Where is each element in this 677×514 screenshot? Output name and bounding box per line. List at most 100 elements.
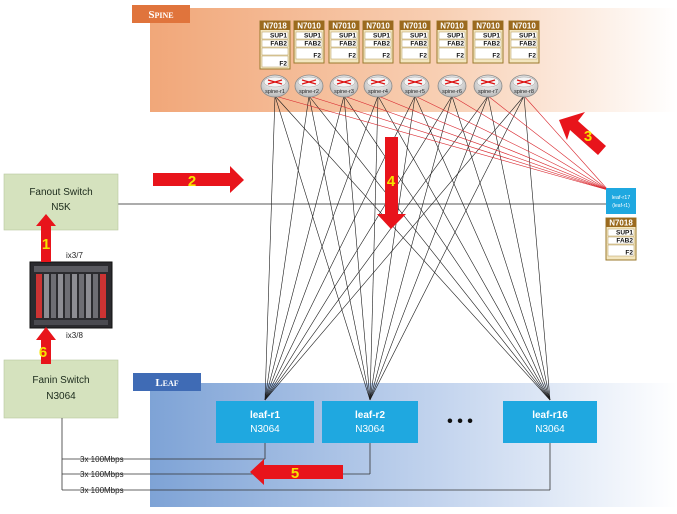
spine-chassis-3-slot-3: F2 <box>348 53 356 60</box>
spine-chassis-5-slot-1: SUP1 <box>410 33 427 40</box>
step-arrow-4: 4 <box>377 137 406 229</box>
step-arrow-3: 3 <box>559 112 606 155</box>
spine-chassis-2-slot-3: F2 <box>313 53 321 60</box>
spine-chassis-1-model: N7018 <box>263 22 287 31</box>
spine-router-label: spine-r6 <box>442 89 462 95</box>
spine-chassis-7-slot-2: FAB2 <box>483 41 500 48</box>
spine-band-label: Spine <box>148 9 173 21</box>
spine-router-2[interactable]: spine-r2 <box>294 74 324 98</box>
leaf-r17-name: leaf-r17 <box>612 195 631 201</box>
spine-router-8[interactable]: spine-r8 <box>509 74 539 98</box>
spine-chassis-1-slot-4: F2 <box>279 61 287 68</box>
leaf-r17-chassis-slot-2: FAB2 <box>616 238 633 245</box>
spine-chassis-4-slot-1: SUP1 <box>373 33 390 40</box>
tester-port-top: ix3/7 <box>66 251 83 260</box>
spine-router-label: spine-r4 <box>368 89 388 95</box>
link-label-3: 3x 100Mbps <box>80 486 124 495</box>
step-arrow-6: 6 <box>36 327 56 364</box>
step-4-label: 4 <box>387 173 396 190</box>
leaf-r1-model: N3064 <box>250 424 280 435</box>
spine-chassis-2-slot-2: FAB2 <box>304 41 321 48</box>
spine-chassis-1-slot-1: SUP1 <box>270 33 287 40</box>
spine-chassis-5-slot-3: F2 <box>419 53 427 60</box>
spine-router-label: spine-r7 <box>478 89 498 95</box>
leaf-r16-name: leaf-r16 <box>532 410 568 421</box>
leaf-r2-model: N3064 <box>355 424 385 435</box>
step-arrow-2: 2 <box>153 166 244 193</box>
spine-chassis-2-slot-1: SUP1 <box>304 33 321 40</box>
spine-router-label: spine-r1 <box>265 89 285 95</box>
fanin-switch-title: Fanin Switch <box>32 375 89 386</box>
leaf-r2-name: leaf-r2 <box>355 410 385 421</box>
leaf-r17-chassis-slot-3: F2 <box>625 250 633 257</box>
leaf-r17-chassis-model: N7018 <box>609 219 633 228</box>
tester-port-bottom: ix3/8 <box>66 331 83 340</box>
spine-chassis-4-slot-3: F2 <box>382 53 390 60</box>
spine-chassis-5-slot-2: FAB2 <box>410 41 427 48</box>
fanout-switch-title: Fanout Switch <box>29 187 92 198</box>
spine-chassis-7-slot-3: F2 <box>492 53 500 60</box>
step-6-label: 6 <box>39 344 47 361</box>
spine-router-5[interactable]: spine-r5 <box>400 74 430 98</box>
spine-chassis-7-model: N7010 <box>476 22 500 31</box>
leaf-switch-r1[interactable]: leaf-r1 N3064 <box>216 401 314 443</box>
step-2-label: 2 <box>188 173 196 190</box>
spine-chassis-3-slot-2: FAB2 <box>339 41 356 48</box>
step-5-label: 5 <box>291 465 299 482</box>
spine-band-tab <box>132 5 190 23</box>
step-arrow-1: 1 <box>36 214 56 262</box>
spine-chassis-4-slot-2: FAB2 <box>373 41 390 48</box>
traffic-generator <box>29 261 113 329</box>
leaf-r17-chassis-slot-1: SUP1 <box>616 230 633 237</box>
spine-chassis-6-model: N7010 <box>440 22 464 31</box>
step-3-label: 3 <box>584 128 592 145</box>
step-1-label: 1 <box>42 236 50 253</box>
spine-router-6[interactable]: spine-r6 <box>437 74 467 98</box>
leaf-r17-sub: (leaf-r1) <box>612 203 630 209</box>
spine-chassis-2-model: N7010 <box>297 22 321 31</box>
spine-chassis-8-slot-1: SUP1 <box>519 33 536 40</box>
leaf-ellipsis: • • • <box>447 413 473 430</box>
spine-chassis-3-model: N7010 <box>332 22 356 31</box>
spine-chassis-1-slot-2: FAB2 <box>270 41 287 48</box>
leaf-switch-r16[interactable]: leaf-r16 N3064 <box>503 401 597 443</box>
spine-chassis-8-model: N7010 <box>512 22 536 31</box>
spine-chassis-8-slot-3: F2 <box>528 53 536 60</box>
spine-router-label: spine-r5 <box>405 89 425 95</box>
spine-router-label: spine-r8 <box>514 89 534 95</box>
spine-chassis-3-slot-1: SUP1 <box>339 33 356 40</box>
spine-chassis-6-slot-2: FAB2 <box>447 41 464 48</box>
link-label-2: 3x 100Mbps <box>80 470 124 479</box>
spine-router-1[interactable]: spine-r1 <box>260 74 290 98</box>
spine-router-4[interactable]: spine-r4 <box>363 74 393 98</box>
leaf-switch-r2[interactable]: leaf-r2 N3064 <box>322 401 418 443</box>
leaf-r16-model: N3064 <box>535 424 565 435</box>
fanin-switch[interactable]: Fanin Switch N3064 <box>3 359 119 419</box>
spine-chassis-6-slot-1: SUP1 <box>447 33 464 40</box>
spine-chassis-7-slot-1: SUP1 <box>483 33 500 40</box>
spine-chassis-4-model: N7010 <box>366 22 390 31</box>
fanout-switch-model: N5K <box>51 202 71 213</box>
spine-chassis-5-model: N7010 <box>403 22 427 31</box>
spine-router-3[interactable]: spine-r3 <box>329 74 359 98</box>
spine-router-label: spine-r3 <box>334 89 354 95</box>
leaf-switch-r17[interactable]: leaf-r17 (leaf-r1) <box>606 188 636 214</box>
leaf-band-tab <box>133 373 201 391</box>
fanout-switch[interactable]: Fanout Switch N5K <box>3 173 119 231</box>
spine-leaf-links <box>264 95 551 401</box>
spine-router-label: spine-r2 <box>299 89 319 95</box>
link-label-1: 3x 100Mbps <box>80 455 124 464</box>
fanin-switch-model: N3064 <box>46 391 76 402</box>
spine-chassis-8-slot-2: FAB2 <box>519 41 536 48</box>
spine-router-7[interactable]: spine-r7 <box>473 74 503 98</box>
